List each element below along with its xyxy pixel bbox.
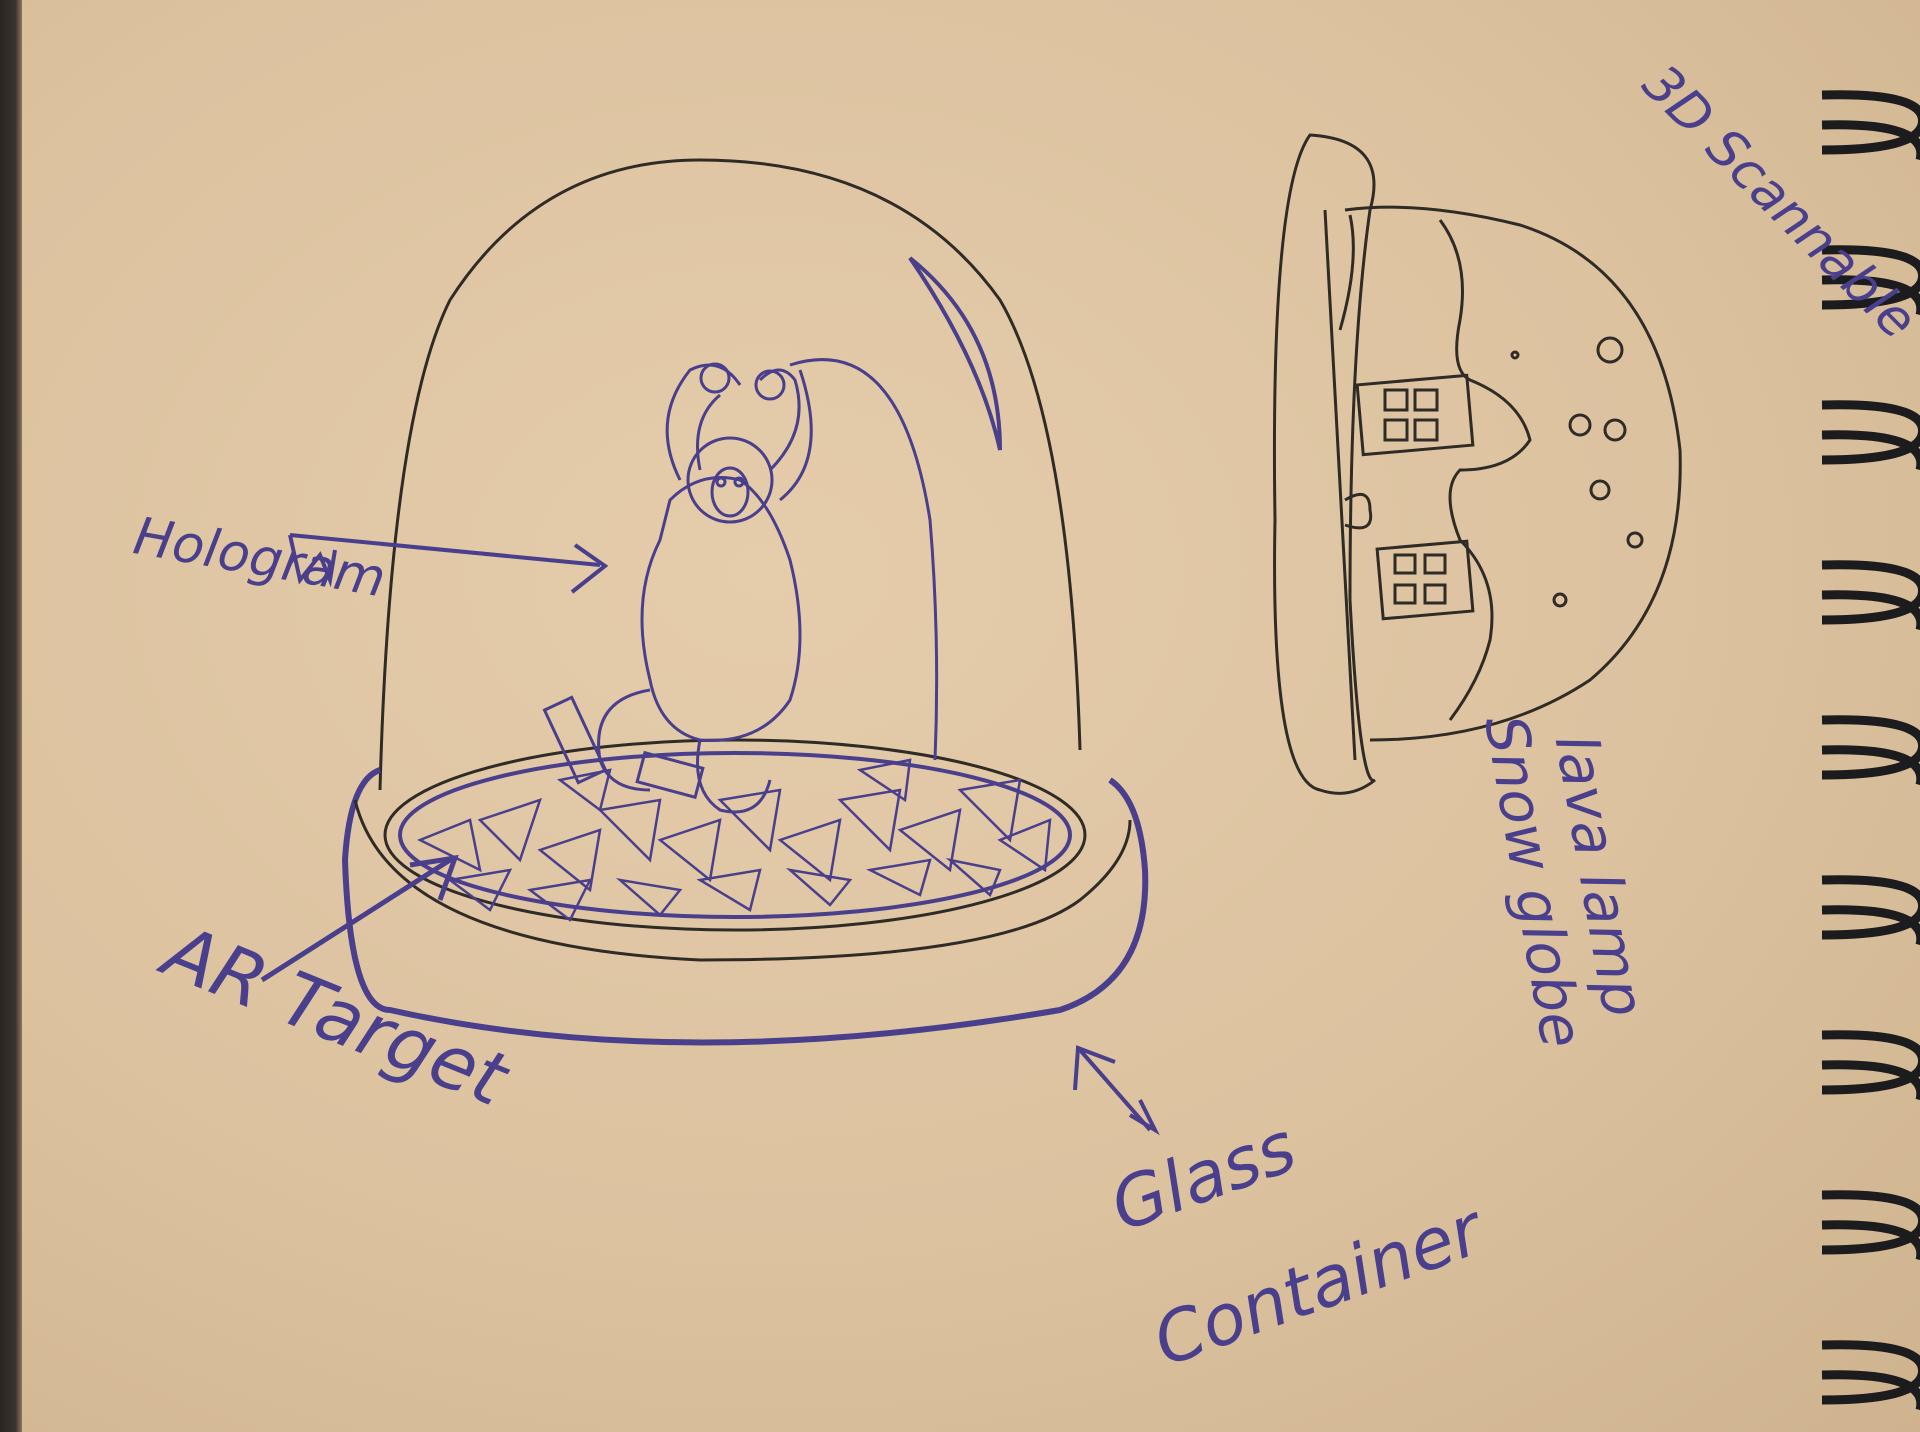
spiral-ring xyxy=(1821,90,1920,160)
spiral-ring xyxy=(1821,245,1920,315)
hologram-label: Hologram xyxy=(129,506,390,609)
spiral-ring xyxy=(1821,1340,1920,1410)
scannable-snow-globe xyxy=(1272,133,1682,795)
snow-globe-base xyxy=(341,738,1149,1046)
glass-container-label-line1: Glass xyxy=(1100,1106,1306,1248)
hologram-arrow xyxy=(288,533,609,594)
spiral-ring xyxy=(1821,715,1920,785)
spiral-ring xyxy=(1821,1190,1920,1260)
spiral-binding xyxy=(1821,90,1920,1410)
spiral-ring xyxy=(1821,1030,1920,1100)
ar-target-pattern xyxy=(416,758,1052,922)
hologram-monkey xyxy=(542,358,939,814)
glass-container-arrow xyxy=(1073,1045,1160,1136)
spiral-ring xyxy=(1821,875,1920,945)
spiral-ring xyxy=(1821,400,1920,470)
desk-edge xyxy=(0,0,22,1432)
ar-target-label: AR Target xyxy=(149,907,522,1124)
glass-dome xyxy=(378,158,1082,791)
spiral-ring xyxy=(1821,560,1920,630)
dome-highlight xyxy=(908,256,1002,451)
ar-target-arrow xyxy=(260,854,459,983)
